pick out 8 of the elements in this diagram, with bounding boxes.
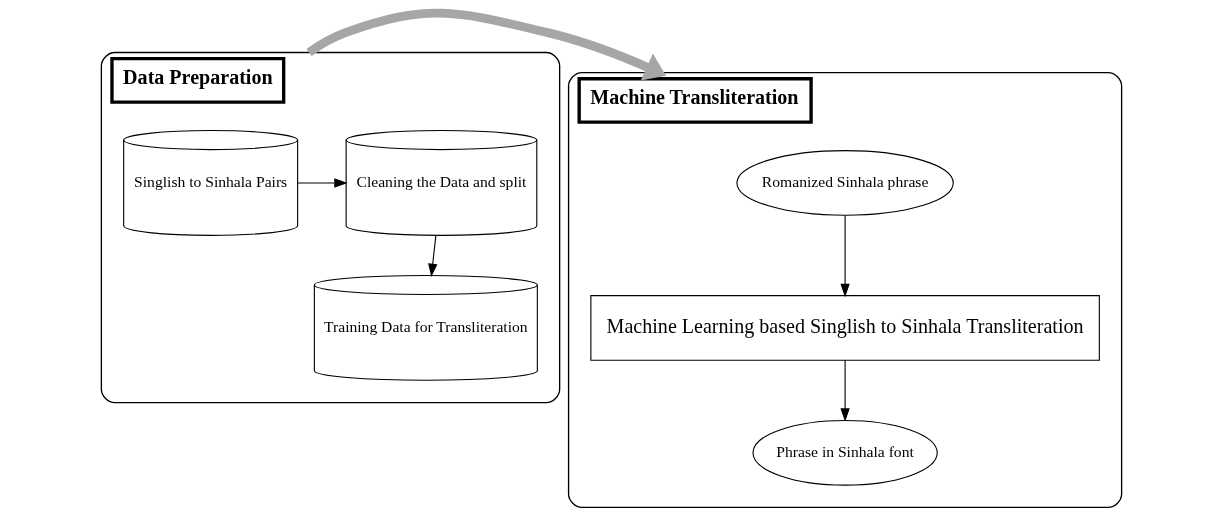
arrow <box>296 178 348 188</box>
node-ellipse: Phrase in Sinhala font <box>751 419 938 486</box>
arrow <box>306 8 666 81</box>
arrow <box>839 214 850 298</box>
node-box: Machine Learning based Singlish to Sinhala Transliteration <box>589 295 1100 361</box>
arrow <box>839 359 850 422</box>
node-ellipse: Romanized Sinhala phrase <box>735 150 954 216</box>
arrow <box>427 235 437 278</box>
